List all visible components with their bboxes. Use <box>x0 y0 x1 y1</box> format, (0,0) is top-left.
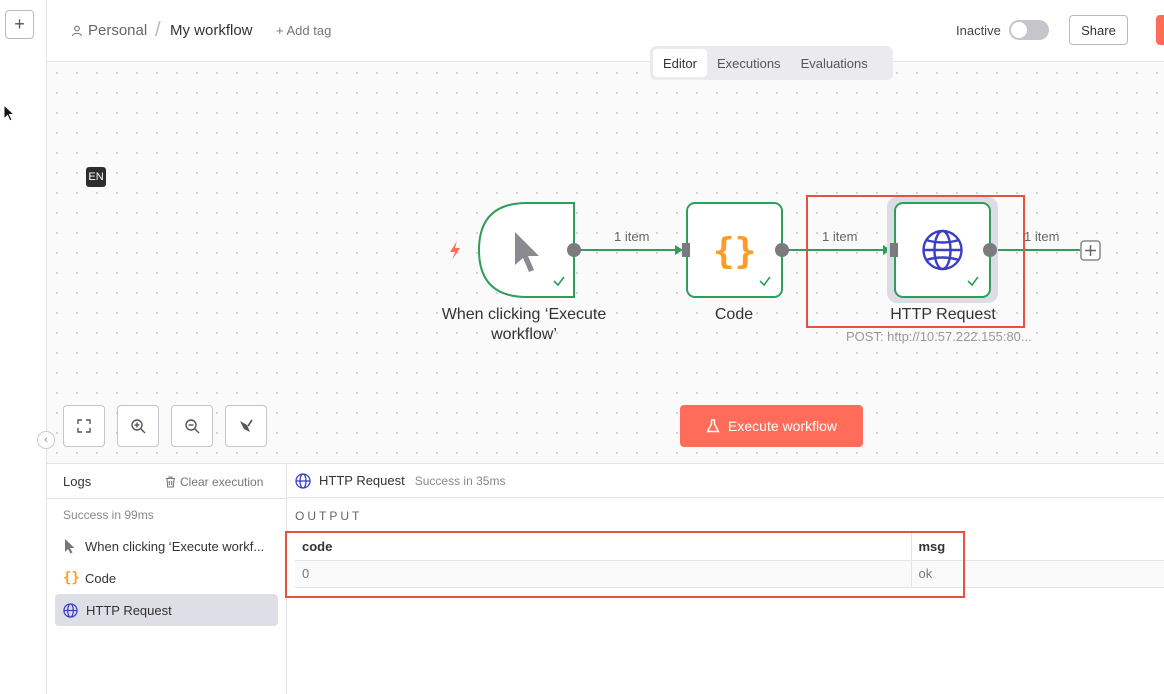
tab-editor[interactable]: Editor <box>653 49 707 77</box>
node-http-output-handle <box>983 243 997 257</box>
tab-executions[interactable]: Executions <box>716 55 781 71</box>
log-item-label: HTTP Request <box>86 602 172 618</box>
node-http-check-icon <box>967 276 979 287</box>
node-code-input-handle <box>682 243 690 257</box>
edge-2-label: 1 item <box>822 229 858 244</box>
user-icon <box>71 25 83 36</box>
zoom-out-button[interactable] <box>171 405 213 447</box>
log-item-label: Code <box>85 570 117 586</box>
clear-execution-label: Clear execution <box>180 475 264 489</box>
toggle-knob <box>1011 22 1027 38</box>
log-item-http[interactable]: HTTP Request <box>55 594 278 626</box>
column-header-msg: msg <box>911 533 1164 561</box>
breadcrumb-project[interactable]: Personal <box>71 22 147 39</box>
workflow-title[interactable]: My workflow <box>170 22 253 39</box>
language-badge: EN <box>86 167 106 187</box>
node-http-subtitle: POST: http://10.57.222.155:80... <box>846 329 1032 344</box>
save-button[interactable] <box>1156 15 1164 45</box>
add-button[interactable]: + <box>5 10 34 39</box>
column-header-code: code <box>295 533 912 561</box>
output-header: HTTP Request Success in 35ms <box>287 464 1164 498</box>
node-trigger-label-line1: When clicking ‘Execute <box>441 306 607 323</box>
node-code-braces-icon: {} <box>713 231 756 272</box>
zoom-in-button[interactable] <box>117 405 159 447</box>
node-code-label[interactable]: Code <box>714 306 754 323</box>
view-tabs: Editor Executions Evaluations <box>650 46 893 80</box>
table-header-row: code msg <box>295 533 1164 561</box>
node-trigger-label-line2: workflow’ <box>491 326 557 343</box>
cell-code[interactable]: 0 <box>295 560 912 588</box>
cursor-icon <box>65 539 75 554</box>
breadcrumb-separator: / <box>155 19 161 41</box>
workflow-canvas[interactable]: EN {} <box>47 63 1164 463</box>
output-panel: HTTP Request Success in 35ms OUTPUT code… <box>287 463 1164 694</box>
add-tag-button[interactable]: + Add tag <box>276 23 332 38</box>
edge-1-label: 1 item <box>614 229 650 244</box>
fullscreen-icon <box>77 419 91 433</box>
output-table: code msg 0 ok <box>295 533 1164 588</box>
broom-icon <box>240 419 253 432</box>
fit-view-button[interactable] <box>63 405 105 447</box>
log-item-code[interactable]: {} Code <box>55 562 278 594</box>
active-state-label: Inactive <box>956 23 1001 38</box>
output-node-name: HTTP Request <box>319 473 405 488</box>
globe-icon <box>295 472 311 489</box>
execute-workflow-label: Execute workflow <box>728 418 837 434</box>
node-http-input-handle <box>890 243 898 257</box>
flask-icon <box>706 419 720 433</box>
tidy-up-button[interactable] <box>225 405 267 447</box>
code-braces-icon: {} <box>63 570 80 586</box>
log-item-trigger[interactable]: When clicking ‘Execute workf... <box>55 530 278 562</box>
node-http-globe-icon <box>922 229 963 271</box>
zoom-in-icon <box>131 419 146 434</box>
node-trigger-output-handle <box>567 243 581 257</box>
node-trigger-cursor-icon <box>515 232 539 272</box>
mouse-pointer-icon <box>3 104 15 122</box>
cell-msg[interactable]: ok <box>911 560 1164 588</box>
logs-panel: Logs Clear execution Success in 99ms Whe… <box>47 463 287 694</box>
edge-1-arrow <box>675 245 683 255</box>
breadcrumb-project-label: Personal <box>88 22 148 39</box>
node-trigger-label[interactable]: When clicking ‘Execute workflow’ <box>424 305 624 345</box>
trigger-bolt-icon <box>450 241 460 260</box>
node-trigger-check-icon <box>553 276 565 287</box>
globe-icon <box>63 602 78 618</box>
log-item-label: When clicking ‘Execute workf... <box>85 538 265 554</box>
logs-title: Logs <box>63 474 92 489</box>
logs-status: Success in 99ms <box>63 508 154 522</box>
execute-workflow-button[interactable]: Execute workflow <box>680 405 863 447</box>
logs-divider <box>47 498 286 499</box>
table-row: 0 ok <box>295 560 1164 588</box>
tab-evaluations[interactable]: Evaluations <box>800 55 868 71</box>
zoom-out-icon <box>185 419 200 434</box>
active-toggle[interactable] <box>1009 20 1049 40</box>
share-button[interactable]: Share <box>1069 15 1128 45</box>
trash-icon <box>166 476 175 488</box>
top-bar: Personal / My workflow + Add tag Inactiv… <box>47 0 1164 62</box>
collapse-sidebar-button[interactable]: ‹ <box>37 431 55 449</box>
clear-execution-button[interactable]: Clear execution <box>165 475 263 489</box>
edge-3-label: 1 item <box>1024 229 1060 244</box>
node-code-check-icon <box>759 276 771 287</box>
workflow-graph: {} <box>450 197 1101 303</box>
left-rail: + <box>0 0 47 694</box>
output-status: Success in 35ms <box>414 473 506 488</box>
output-section-label: OUTPUT <box>295 509 363 523</box>
node-http-label[interactable]: HTTP Request <box>890 306 996 323</box>
node-code-output-handle <box>775 243 789 257</box>
